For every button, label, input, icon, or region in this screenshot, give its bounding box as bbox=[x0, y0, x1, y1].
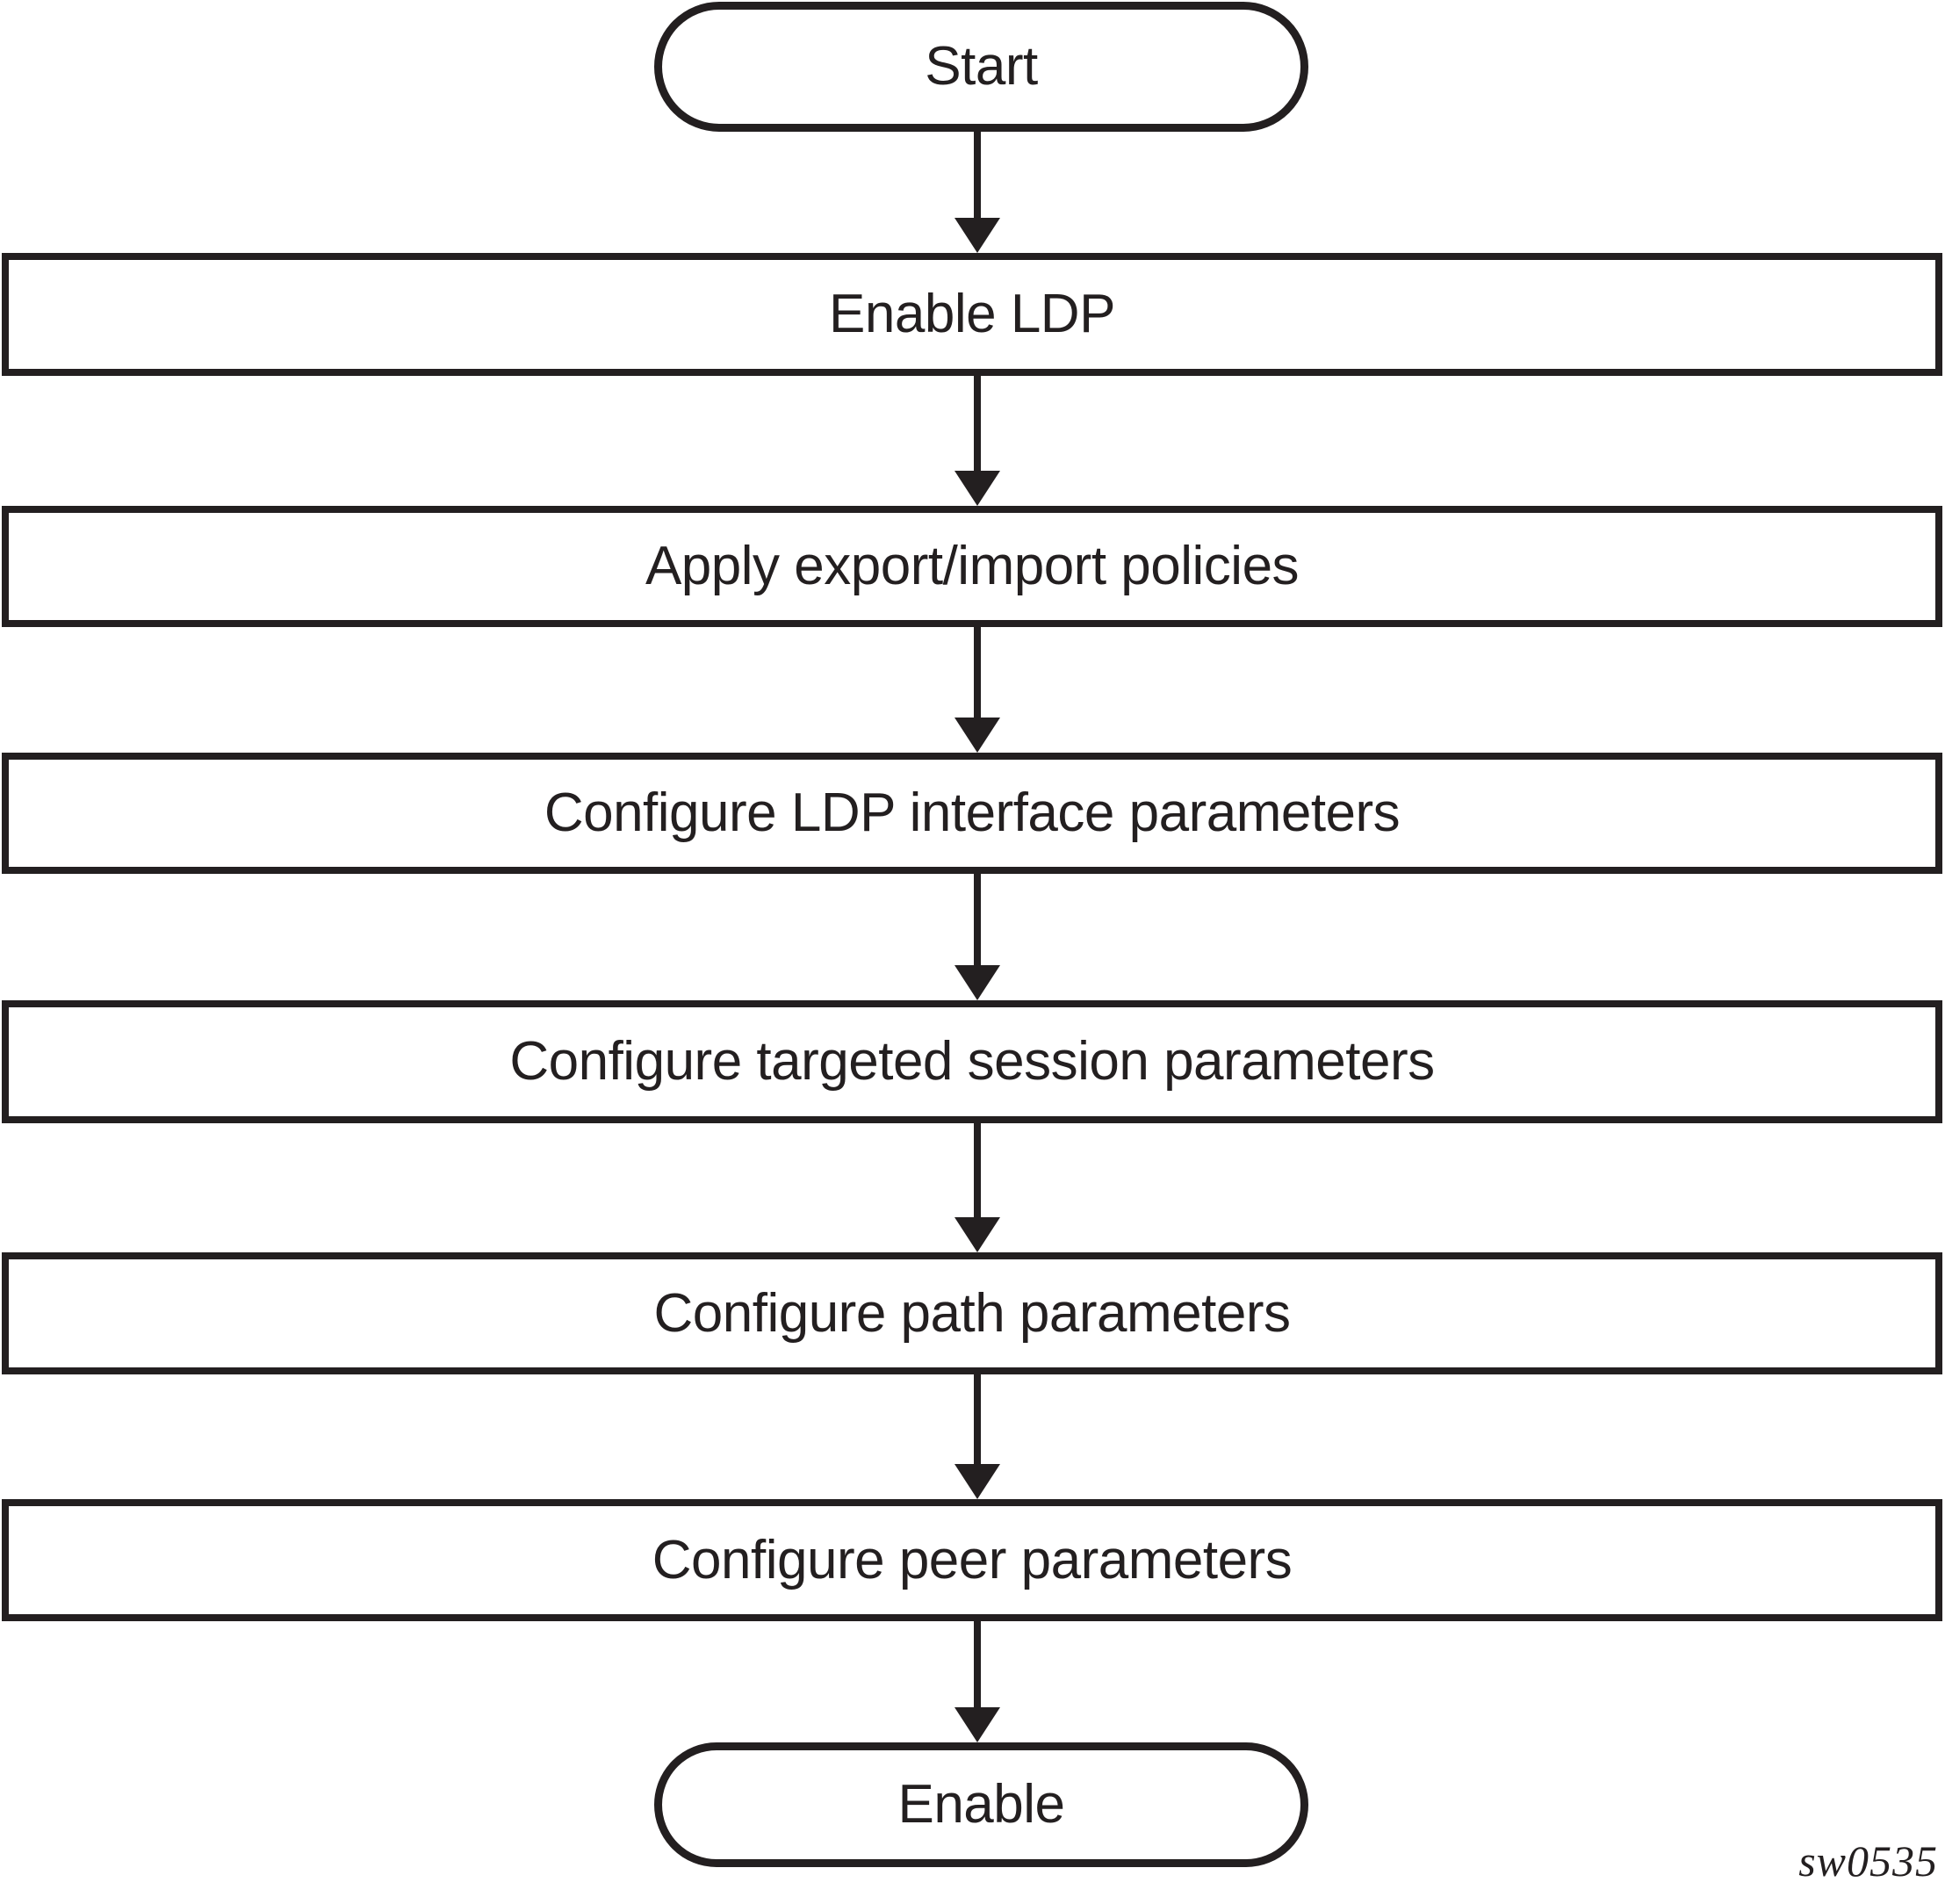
flow-node-apply-policies-label: Apply export/import policies bbox=[645, 536, 1300, 596]
flow-node-configure-targeted-session-label: Configure targeted session parameters bbox=[509, 1031, 1435, 1092]
flow-node-enable[interactable]: Enable bbox=[654, 1742, 1308, 1867]
flow-node-enable-ldp[interactable]: Enable LDP bbox=[2, 253, 1942, 376]
connector-ldp-interface-to-targeted-session bbox=[954, 874, 1000, 1000]
flow-node-configure-path[interactable]: Configure path parameters bbox=[2, 1252, 1942, 1374]
flow-node-configure-peer[interactable]: Configure peer parameters bbox=[2, 1499, 1942, 1621]
connector-path-to-peer bbox=[954, 1374, 1000, 1499]
flow-node-enable-ldp-label: Enable LDP bbox=[829, 284, 1115, 344]
connector-peer-to-enable bbox=[954, 1621, 1000, 1742]
arrowhead-down-icon bbox=[954, 1707, 1000, 1742]
flow-node-configure-targeted-session[interactable]: Configure targeted session parameters bbox=[2, 1000, 1942, 1123]
flow-node-configure-peer-label: Configure peer parameters bbox=[652, 1529, 1293, 1590]
flow-node-start[interactable]: Start bbox=[654, 2, 1308, 132]
connector-stem bbox=[974, 1123, 981, 1217]
connector-stem bbox=[974, 132, 981, 218]
connector-start-to-enable-ldp bbox=[954, 132, 1000, 253]
arrowhead-down-icon bbox=[954, 1217, 1000, 1252]
connector-targeted-session-to-path bbox=[954, 1123, 1000, 1252]
arrowhead-down-icon bbox=[954, 965, 1000, 1000]
connector-stem bbox=[974, 874, 981, 965]
connector-stem bbox=[974, 376, 981, 471]
connector-apply-policies-to-ldp-interface bbox=[954, 627, 1000, 753]
connector-stem bbox=[974, 1621, 981, 1707]
flow-node-start-label: Start bbox=[925, 36, 1038, 97]
connector-stem bbox=[974, 1374, 981, 1464]
flow-node-configure-path-label: Configure path parameters bbox=[653, 1282, 1291, 1344]
arrowhead-down-icon bbox=[954, 1464, 1000, 1499]
flow-node-configure-ldp-interface-label: Configure LDP interface parameters bbox=[544, 783, 1401, 843]
flow-node-apply-policies[interactable]: Apply export/import policies bbox=[2, 506, 1942, 627]
connector-enable-ldp-to-apply-policies bbox=[954, 376, 1000, 506]
arrowhead-down-icon bbox=[954, 718, 1000, 753]
figure-caption: sw0535 bbox=[1798, 1836, 1938, 1886]
flow-node-enable-label: Enable bbox=[897, 1774, 1065, 1835]
connector-stem bbox=[974, 627, 981, 718]
flow-node-configure-ldp-interface[interactable]: Configure LDP interface parameters bbox=[2, 753, 1942, 874]
arrowhead-down-icon bbox=[954, 471, 1000, 506]
arrowhead-down-icon bbox=[954, 218, 1000, 253]
